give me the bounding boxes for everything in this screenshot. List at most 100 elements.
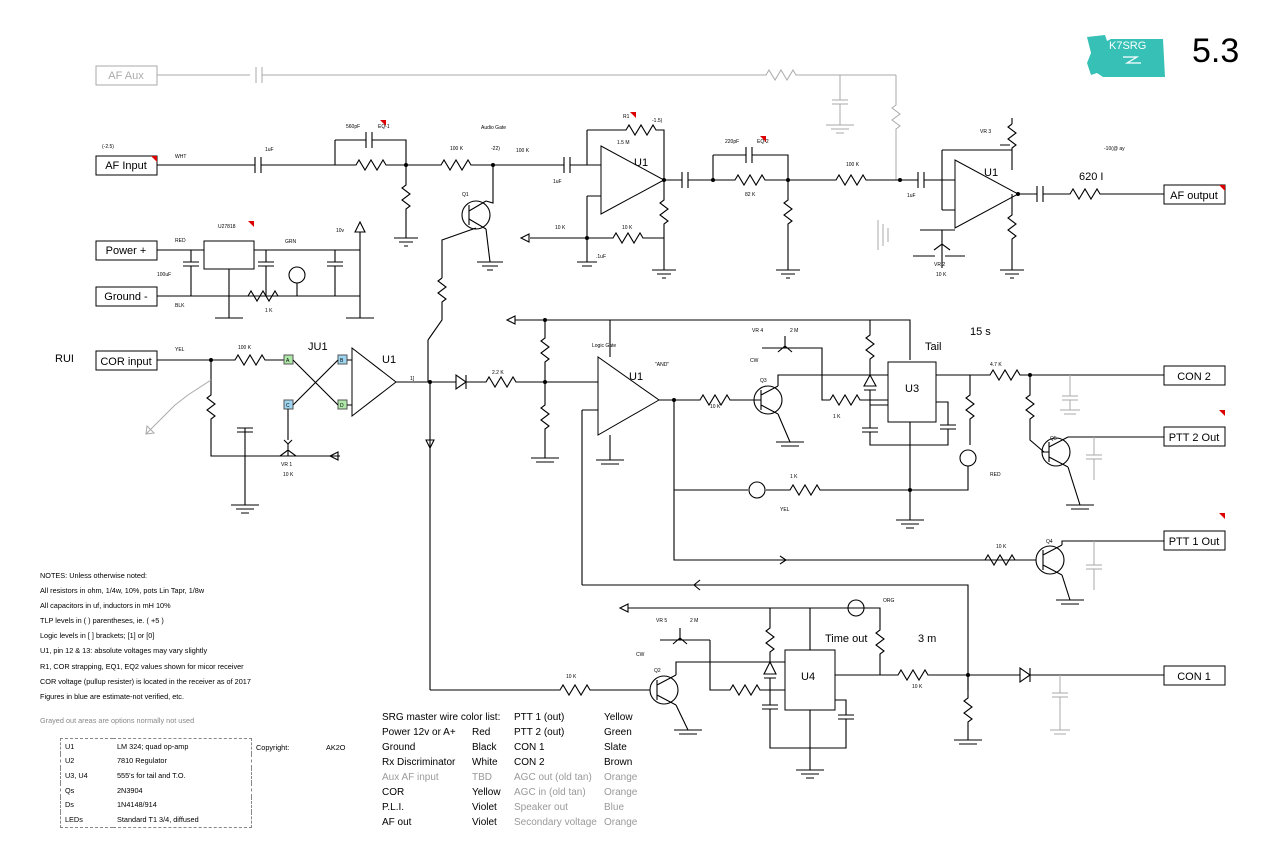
wire-yel-label: YEL [175, 347, 185, 353]
ground-minus-label: Ground - [104, 291, 148, 303]
ptt1-section: 10 K Q4 PTT 1 Out [984, 513, 1226, 605]
wire-red-label: RED [175, 238, 186, 244]
rui-label: RUI [55, 353, 74, 365]
u4-timer [784, 649, 836, 711]
svg-text:1uF: 1uF [907, 193, 916, 199]
ptt2-out-label: PTT 2 Out [1169, 432, 1220, 444]
svg-text:10 K: 10 K [912, 684, 923, 690]
note-line: TLP levels in ( ) parentheses, ie. ( +5 … [40, 616, 164, 626]
gate-led [748, 481, 766, 499]
jumper-a[interactable] [283, 354, 294, 365]
v-neg22-label: -22) [491, 146, 500, 152]
cap-560-label: 560pF [346, 124, 360, 130]
r-10k-c-label: 10 K [936, 272, 947, 278]
q3-label: Q3 [760, 378, 767, 384]
ptt1-out-label: PTT 1 Out [1169, 536, 1220, 548]
color-value: Yellow [604, 712, 633, 723]
con1-label: CON 1 [1177, 671, 1211, 683]
u1-stage3: U1 VR 3 620 I -10(@ ay AF output VR 2 10… [877, 118, 1226, 279]
eq2-label: EQ-2 [757, 139, 769, 145]
u1b-label: U1 [382, 354, 396, 366]
u4-label: U4 [801, 671, 815, 683]
note-line: U1, pin 12 & 13: absolute voltages may v… [40, 646, 208, 656]
u1a-label: U1 [634, 157, 648, 169]
u3-timer [887, 361, 937, 423]
cap-220-label: 220pF [725, 139, 739, 145]
af-output-connector[interactable] [1163, 184, 1226, 205]
jumper-a-label: A [286, 358, 290, 364]
logo-text: K7SRG [1109, 40, 1146, 52]
u1c-label: U1 [984, 167, 998, 179]
svg-text:10 K: 10 K [566, 674, 577, 680]
r-100k-d-label: 100 K [238, 345, 252, 351]
note-line: Logic levels in [ ] brackets; [1] or [0] [40, 631, 155, 641]
led-loop: YEL 1 K [673, 400, 1036, 565]
wire-grn-label: GRN [285, 239, 297, 245]
power-led [288, 266, 306, 284]
ptt1-out-connector[interactable] [1163, 530, 1226, 551]
r-10k-e-label: 10 K [710, 404, 721, 410]
con1-connector[interactable] [1163, 665, 1226, 686]
r-100k-a-label: 100 K [450, 146, 464, 152]
af-input-section: AF Input (-2.5) WHT 1uF 560pF EQ-1 100 K… [95, 120, 601, 271]
copyright-label: Copyright: [256, 743, 290, 752]
u2-title: U27818 [218, 224, 236, 230]
jumper-c-label: C [286, 403, 290, 409]
notes-block: NOTES: Unless otherwise noted: All resis… [40, 568, 251, 704]
grayed-note: Grayed out areas are options normally no… [40, 716, 195, 725]
tail-label: Tail [925, 341, 942, 353]
r-10k-d-label: 10 K [283, 472, 294, 478]
timeout-section: ORG Time out 3 m VR 5 2 M CW Q2 10 K U4 … [430, 579, 1226, 779]
tail-led [959, 449, 977, 467]
gate-yel-label: YEL [780, 507, 790, 513]
q1-transistor [461, 200, 491, 230]
u1-stage1: U1 R1 1.5 M -1.5) .1uF 10 K 10 K [519, 112, 713, 279]
q5-label: Q5 [1050, 436, 1057, 442]
r-4-7k-label: 4.7 K [990, 362, 1002, 368]
time-out-label: Time out [825, 633, 867, 645]
jumper-b-label: B [340, 358, 344, 364]
tail-red-label: RED [990, 472, 1001, 478]
svg-text:Audio Gate: Audio Gate [481, 125, 506, 131]
u1-opamp-3 [954, 159, 1020, 229]
logic-gate-label: Logic Gate [592, 343, 616, 349]
dir-label: CW [636, 652, 645, 658]
svg-text:10v: 10v [336, 228, 345, 234]
eq1-label: EQ-1 [378, 124, 390, 130]
svg-text:2 M: 2 M [690, 618, 698, 624]
cap-1uf-label: 1uF [265, 147, 274, 153]
power-section: Power + Ground - RED BLK U27818 GRN 10v … [95, 220, 374, 319]
ptt2-out-connector[interactable] [1163, 426, 1226, 447]
svg-text:1uF: 1uF [553, 179, 562, 185]
con2-connector[interactable] [1163, 365, 1226, 386]
r-1k-a-label: 1 K [265, 308, 273, 314]
notes-heading: NOTES: Unless otherwise noted: [40, 571, 148, 580]
tail-time-label: 15 s [970, 326, 991, 338]
ptt2-section: Q5 PTT 2 Out [1041, 410, 1226, 510]
vdc-label: (-2.5) [102, 144, 114, 150]
cor-input-label: COR input [100, 356, 151, 368]
note-line: All capacitors in uf, inductors in mH 10… [40, 601, 171, 611]
note-line: R1, COR strapping, EQ1, EQ2 values shown… [40, 661, 244, 671]
ju1-label: JU1 [308, 341, 328, 353]
jumper-d-label: D [340, 403, 344, 409]
u1-opamp-2 [351, 346, 397, 418]
u2-regulator [203, 240, 255, 270]
svg-text:10 K: 10 K [996, 544, 1007, 550]
note-line: All resistors in ohm, 1/4w, 10%, pots Li… [40, 586, 205, 596]
timeout-led [847, 599, 865, 617]
q2-label: Q2 [654, 668, 661, 674]
u1d-label: U1 [629, 371, 643, 383]
wire-color-list: SRG master wire color list:PTT 1 (out)Ye… [382, 710, 654, 830]
and-label: "AND" [655, 362, 669, 368]
af-aux-label: AF Aux [108, 70, 144, 82]
v-neg15-label: -1.5) [652, 118, 663, 124]
q4-label: Q4 [1046, 539, 1053, 545]
